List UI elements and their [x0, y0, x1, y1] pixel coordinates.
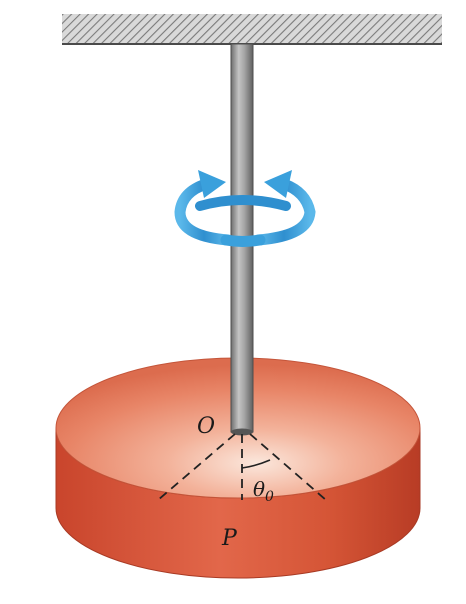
label-o: O: [197, 414, 215, 439]
theta-symbol: θ: [253, 477, 265, 501]
radius-to-left: [157, 433, 236, 501]
ceiling-support: [62, 14, 442, 45]
label-p: P: [221, 526, 238, 551]
label-theta: θ0: [253, 477, 274, 505]
rotation-arrow-icon: [174, 170, 316, 247]
angle-arc: [241, 459, 271, 469]
radius-to-right: [249, 433, 327, 501]
theta-subscript: 0: [265, 489, 274, 505]
dashed-radii: [157, 433, 327, 501]
